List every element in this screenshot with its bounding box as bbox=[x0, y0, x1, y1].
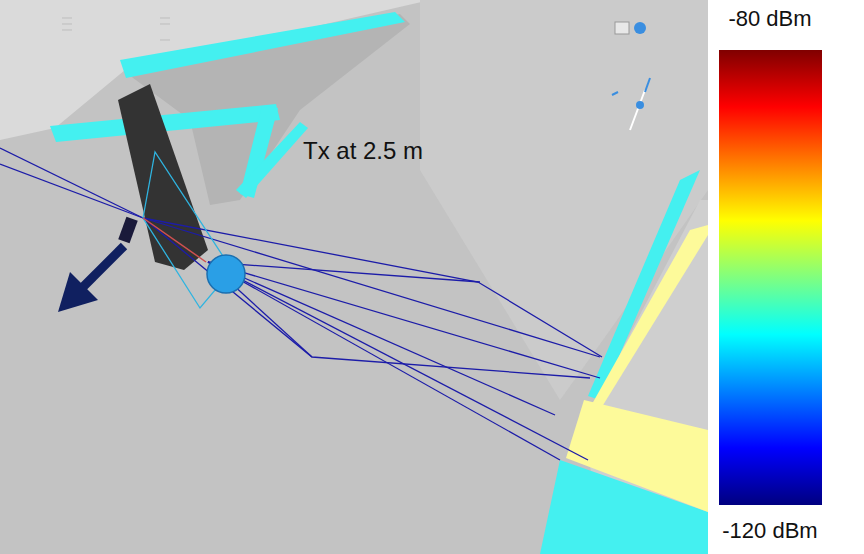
compass bbox=[612, 78, 650, 130]
ground-plane bbox=[0, 0, 708, 554]
tx-label: Tx at 2.5 m bbox=[303, 137, 423, 165]
antenna-mount bbox=[118, 217, 137, 244]
tx-building bbox=[118, 84, 208, 270]
wall-yellow bbox=[566, 225, 708, 512]
direction-arrow bbox=[58, 246, 124, 312]
direct-ray bbox=[143, 218, 206, 262]
scale-label: -120 dBm bbox=[722, 518, 817, 543]
scale-label: -80 dBm bbox=[728, 6, 811, 31]
map-icons bbox=[615, 22, 646, 34]
rays bbox=[0, 148, 602, 460]
faint-marks bbox=[62, 18, 170, 40]
colorbar bbox=[719, 50, 822, 505]
receiver-marker bbox=[207, 255, 245, 293]
building-edges bbox=[50, 12, 708, 554]
